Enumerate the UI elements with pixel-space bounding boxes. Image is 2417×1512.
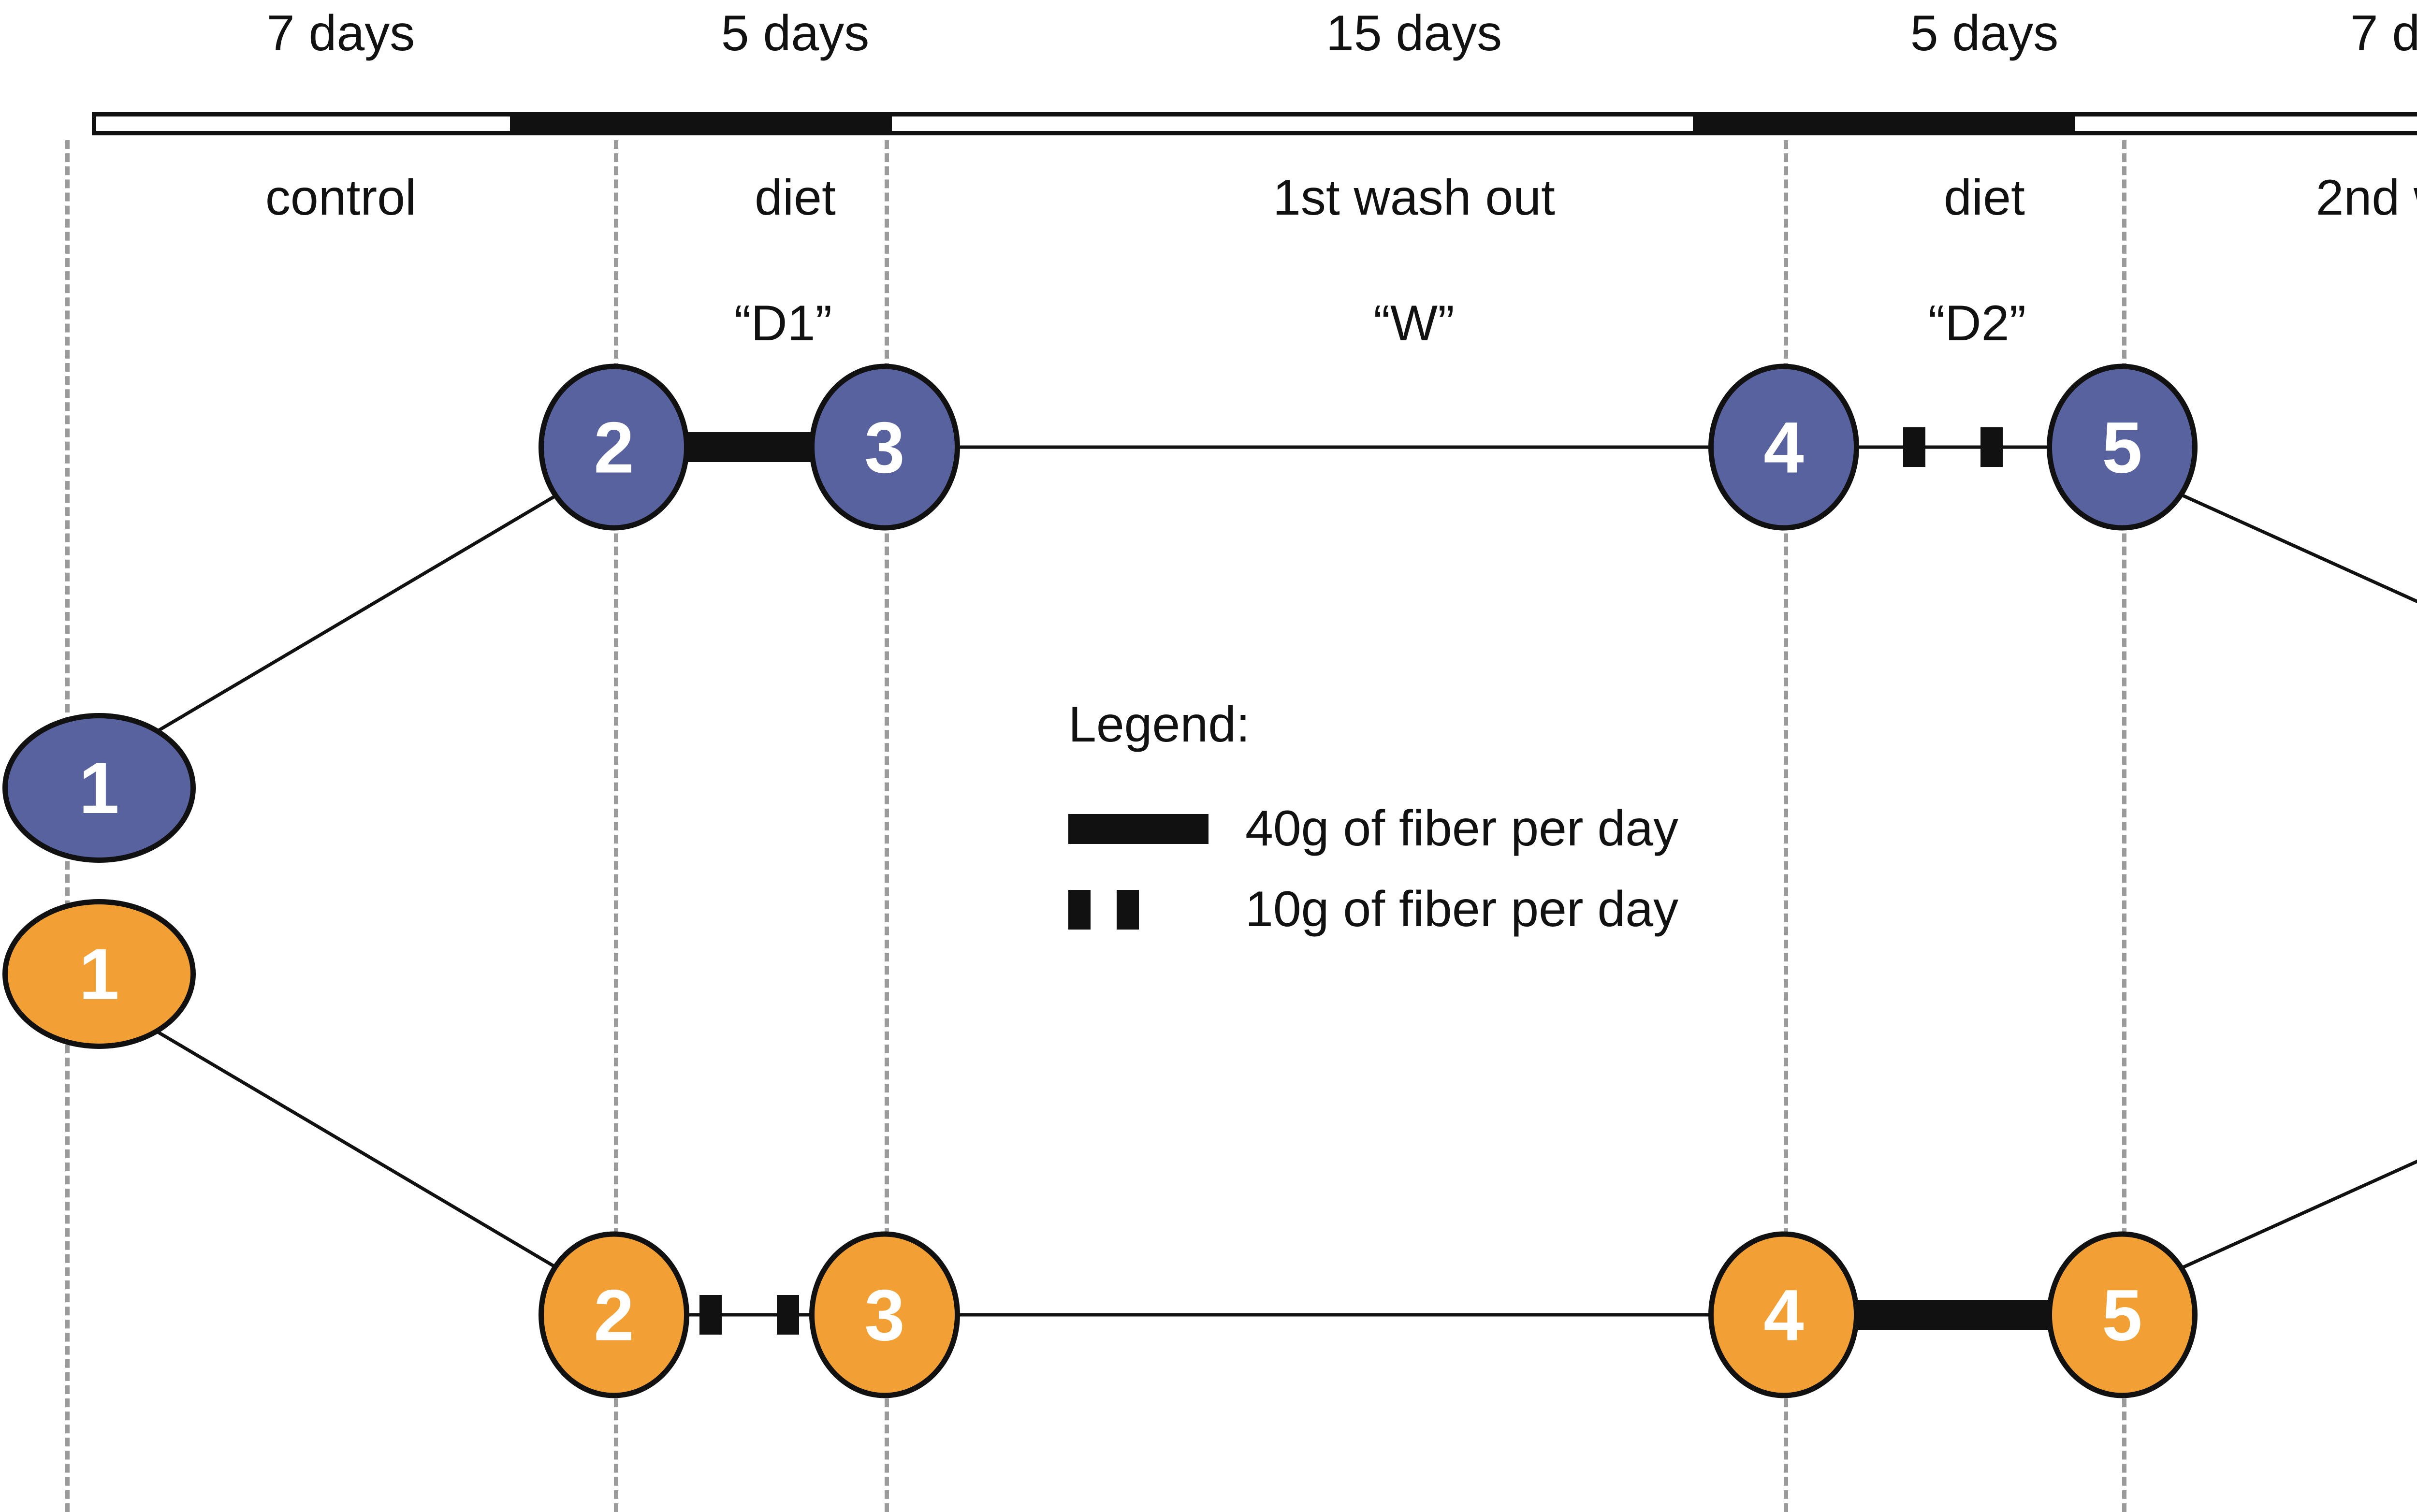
node-orange-4[interactable]: 4: [1708, 1231, 1859, 1398]
phase-code-label: “W”: [1373, 295, 1455, 351]
node-label: 5: [2102, 407, 2142, 488]
diagonal-connector: [2169, 1020, 2417, 1275]
duration-label: 5 days: [1910, 5, 2059, 61]
blue-row-10g-connector-dash: [1903, 427, 1925, 467]
node-label: 3: [864, 1274, 905, 1355]
node-orange-2[interactable]: 2: [539, 1231, 689, 1398]
duration-label: 7 days: [2350, 5, 2417, 61]
phase-code-label: “D1”: [734, 295, 832, 351]
node-label: 1: [79, 933, 119, 1015]
phase-label: diet: [1944, 170, 2025, 226]
phase-code-label: “D2”: [1928, 295, 2026, 351]
gridline: [885, 140, 889, 1512]
duration-label: 7 days: [266, 5, 415, 61]
blue-row-thin-connector: [885, 445, 1784, 449]
node-orange-5[interactable]: 5: [2047, 1231, 2198, 1398]
node-label: 1: [79, 747, 119, 829]
legend: Legend: 40g of fiber per day 10g of fibe…: [1068, 696, 1678, 961]
legend-item-10g: 10g of fiber per day: [1068, 881, 1678, 938]
orange-row-10g-connector-dash: [699, 1295, 722, 1335]
node-blue-4[interactable]: 4: [1708, 363, 1859, 531]
node-blue-2[interactable]: 2: [539, 363, 689, 531]
node-blue-1[interactable]: 1: [2, 713, 196, 863]
node-orange-3[interactable]: 3: [809, 1231, 960, 1398]
phase-label: diet: [755, 170, 836, 226]
phase-label: 1st wash out: [1273, 170, 1555, 226]
node-label: 3: [864, 407, 905, 488]
blue-row-thin-connector: [1784, 445, 2122, 449]
diagonal-connector: [139, 1020, 567, 1275]
node-blue-3[interactable]: 3: [809, 363, 960, 531]
dashed-bar-icon: [1068, 889, 1208, 930]
orange-row-thin-connector: [614, 1313, 885, 1317]
timeline-diet-segment: [510, 116, 892, 131]
node-label: 2: [594, 407, 634, 488]
gridline: [614, 140, 618, 1512]
duration-label: 5 days: [721, 5, 870, 61]
node-label: 5: [2102, 1274, 2142, 1355]
node-orange-1[interactable]: 1: [2, 899, 196, 1049]
legend-item-40g: 40g of fiber per day: [1068, 800, 1678, 858]
legend-item-10g-label: 10g of fiber per day: [1245, 881, 1679, 937]
legend-item-40g-label: 40g of fiber per day: [1245, 800, 1679, 857]
node-label: 4: [1763, 407, 1804, 488]
diagonal-connector: [2169, 488, 2417, 743]
timeline-bar: [92, 112, 2417, 135]
phase-label: 2nd wash out: [2315, 170, 2417, 226]
node-label: 2: [594, 1274, 634, 1355]
node-label: 4: [1763, 1274, 1804, 1355]
duration-label: 15 days: [1325, 5, 1502, 61]
gridline: [1784, 140, 1788, 1512]
timeline-diet-segment: [1693, 116, 2075, 131]
blue-row-10g-connector-dash: [1980, 427, 2003, 467]
orange-row-thin-connector: [885, 1313, 1784, 1317]
solid-bar-icon: [1068, 814, 1208, 844]
orange-row-10g-connector-dash: [777, 1295, 799, 1335]
node-blue-5[interactable]: 5: [2047, 363, 2198, 531]
gridline: [2122, 140, 2126, 1512]
phase-label: control: [265, 170, 417, 226]
diagonal-connector: [139, 488, 567, 743]
legend-title: Legend:: [1068, 697, 1250, 753]
